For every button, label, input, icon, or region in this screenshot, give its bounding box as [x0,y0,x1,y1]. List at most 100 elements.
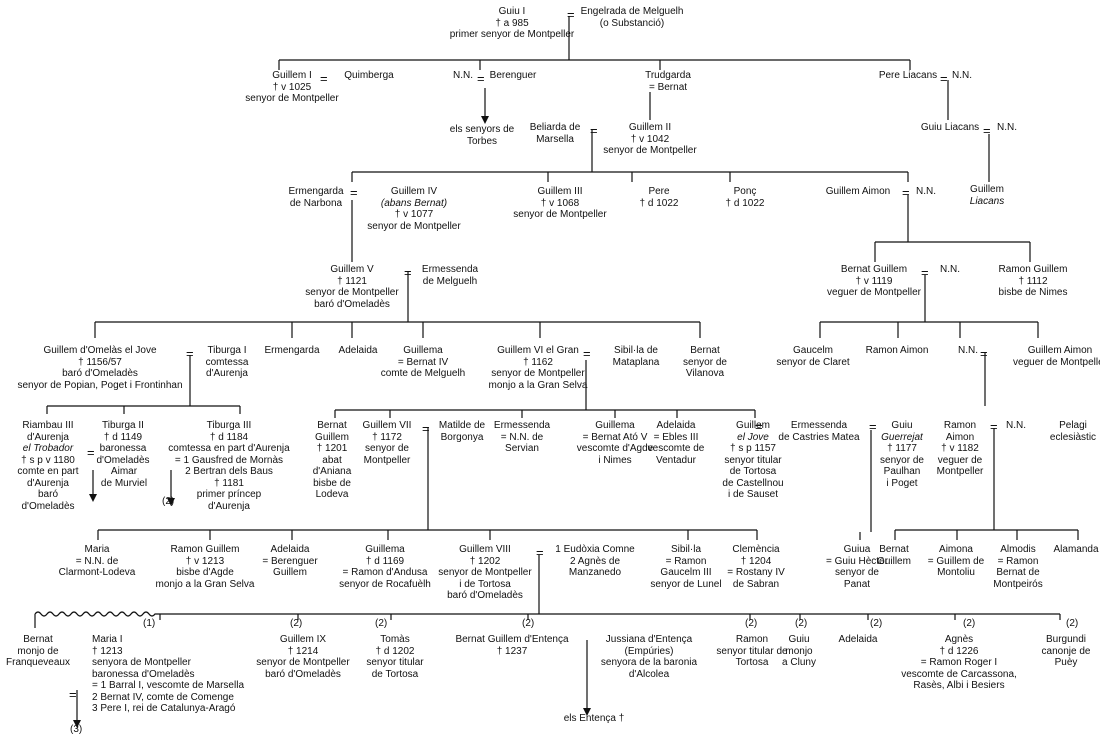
person-text-line: Ermengarda [288,186,344,197]
person-text-line: monjo [785,645,813,657]
person-text-line: i Poget [886,477,918,489]
person-text-line: monjo a la Gran Selva [155,578,255,590]
person-alamanda: Alamanda [1053,544,1098,556]
person-text-line: de Sabran [732,578,780,590]
person-text-line: Pere Liacans [878,70,938,81]
person-text-line: = Bernat IV [397,356,449,368]
person-text-line: Paulhan [883,466,921,477]
person-nn-aimon: N.N. [916,186,936,198]
person-text-line: N.N. [952,70,972,81]
person-text-line: eclesiàstic [1049,431,1097,443]
person-text-line: N.N. [453,70,473,81]
person-text-line: Liacans [969,195,1005,207]
person-text-line: de Tortosa [729,466,777,477]
person-text-line: † d 1226 [939,645,979,657]
person-text-line: de Castries Matea [778,431,860,443]
person-text-line: Tomàs [380,634,410,645]
person-text-line: Sibil·la de [614,345,658,356]
person-text-line: vescomte de [647,443,705,454]
person-text-line: veguer de Montpeller [1013,356,1100,368]
person-text-line: Guiu [788,634,810,645]
marriage-symbol: = [320,71,328,86]
person-text-line: primer príncep [196,489,262,500]
person-text-line: Adelaida [656,420,696,431]
arrow-head [481,116,489,124]
person-text-line: = Ebles III [653,431,699,443]
person-text-line: Montoliu [937,567,975,578]
descent-mark: (2) [522,618,535,629]
person-text-line: comtessa en part d'Aurenja [168,443,290,454]
person-text-line: senyor titular [724,454,782,466]
connector-line-wavy [34,611,160,628]
person-text-line: d'Aurenja [27,477,69,489]
person-text-line: Agnès [944,634,974,645]
person-text-line: i de Sauset [727,489,779,500]
descent-mark: (2) [162,496,175,507]
person-engelrada: Engelrada de Melguelh(o Substanció) [581,6,684,29]
person-text-line: Bernat de [996,567,1040,578]
person-text-line: † 1201 [316,443,348,454]
person-text-line: de Tortosa [371,668,419,680]
person-text-line: Adelaida [838,634,878,645]
person-text-line: d'Omeladès [21,500,75,512]
person-text-line: Maria [84,544,110,555]
person-text-line: senyor titular [366,657,424,668]
person-text-line: senyor de Lunel [650,578,722,590]
connector-line [46,355,241,414]
person-text-line: Sibil·la [670,544,702,555]
person-text-line: † v 1119 [855,275,893,287]
person-text-line: † 1204 [740,555,772,567]
person-text-line: = Guiu Hèctor [826,555,888,567]
person-text-line: baró d'Omeladès [314,298,390,310]
marriage-symbol: = [583,346,591,361]
person-text-line: Ramon Guillem [170,544,240,555]
person-nn-ramon-aimon: N.N. [1006,420,1026,432]
person-ramon-aimon: Ramon Aimon [866,345,929,357]
marriage-symbol: = [186,346,194,361]
person-text-line: vescomte de Carcassona, [901,668,1017,680]
person-text-line: † a 985 [495,17,529,29]
person-text-line: Guillema [365,544,405,555]
person-text-line: baró d'Omeladès [447,590,523,601]
person-text-line: Guillem [315,431,349,443]
marriage-symbol: = [980,346,988,361]
person-text-line: d'Aurenja [208,500,250,512]
person-text-line: Aimar [110,466,138,477]
person-text-line: baronessa [99,443,147,454]
marriage-symbol: = [921,265,929,280]
person-text-line: baró d'Omeladès [265,668,341,680]
person-text-line: d'Aurenja [206,368,248,379]
person-text-line: Maria I [91,634,123,645]
person-text-line: Jussiana d'Entença [605,634,693,645]
person-text-line: = Berenguer [262,555,318,567]
person-text-line: Tiburga II [102,420,144,431]
person-text-line: † d 1202 [375,645,415,657]
person-text-line: † v 1182 [941,443,979,454]
person-text-line: Ermengarda [264,345,320,356]
person-text-line: † 1177 [887,443,917,454]
person-adelaida1: Adelaida [339,345,378,357]
person-text-line: N.N. [1006,420,1026,431]
person-text-line: senyor de Montpeller [367,220,461,232]
descent-mark: (2) [1066,618,1079,629]
marriage-symbol: = [869,419,877,434]
person-text-line: bisbe d'Agde [176,567,234,578]
marriage-symbol: = [422,421,430,436]
person-text-line: Ramon [943,420,977,431]
